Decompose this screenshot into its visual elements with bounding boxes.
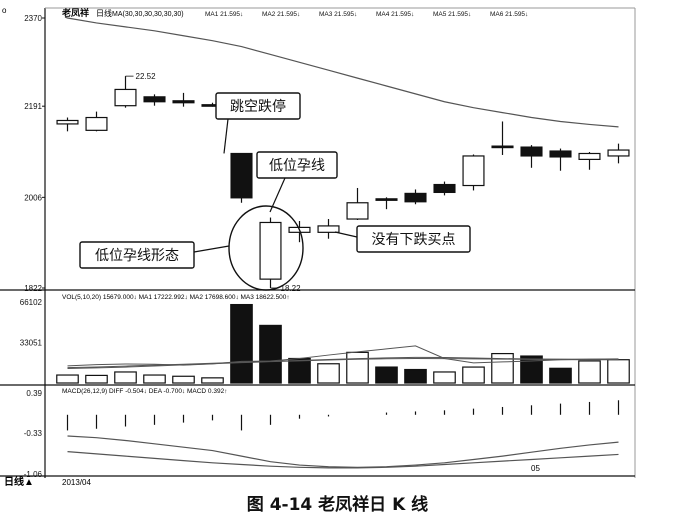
volume-bar [491, 352, 514, 384]
candle-body [172, 100, 195, 104]
annotation-low-harami-box [256, 151, 338, 179]
ma-value-readout: MA3 21.595↓ [319, 11, 357, 18]
annotation-gap-limit-down: 跳空跌停 [230, 98, 286, 115]
candle-body [520, 146, 543, 157]
price-tick-label: 2006 [24, 193, 42, 202]
macd-tick-label: 0.39 [26, 389, 42, 398]
macd-header: MACD(26,12,9) DIFF -0.504↓ DEA -0.700↓ M… [62, 388, 227, 395]
candle-body [549, 150, 572, 158]
volume-panel: 66102 33051 [20, 298, 630, 384]
price-tick-label: 2370 [24, 14, 42, 23]
candle-body [230, 152, 253, 199]
candle-body [114, 88, 137, 107]
candle-body [578, 152, 601, 161]
volume-ma-line [67, 345, 619, 367]
volume-bar [259, 324, 282, 384]
volume-ma-line [67, 357, 619, 370]
volume-bar [85, 374, 108, 384]
annotation-pointer [334, 231, 358, 238]
figure-caption: 图 4-14 老凤祥日 K 线 [246, 495, 429, 515]
candle-body [317, 225, 340, 233]
dea-line [67, 451, 619, 469]
macd-panel: 0.39 -0.33 -1.06 [24, 389, 620, 479]
volume-bar [288, 357, 311, 384]
volume-bar [607, 359, 630, 384]
candle-body [375, 198, 398, 201]
ma-value-readout: MA6 21.595↓ [490, 11, 528, 18]
low-price-label: 18.22 [281, 284, 302, 293]
volume-bar [201, 377, 224, 384]
price-panel: 2370 2191 2006 1822 22.52 18.22 MA1 21.595↓ MA2… [24, 11, 630, 293]
annotation-no-falling-buy: 没有下跌买点 [372, 232, 456, 248]
harami-circle [228, 205, 304, 291]
date-label: 2013/04 [62, 478, 91, 487]
candle-body [85, 116, 108, 131]
price-tick-label: 2191 [24, 102, 42, 111]
ma-value-readout: MA5 21.595↓ [433, 11, 471, 18]
ma-value-readout: MA4 21.595↓ [376, 11, 414, 18]
header-marks: o [2, 6, 7, 15]
volume-bar [172, 375, 195, 384]
candle-body [491, 145, 514, 149]
annotation-low-harami: 低位孕线 [269, 158, 325, 174]
volume-bar [404, 368, 427, 384]
volume-bar [114, 371, 137, 384]
month-label: 05 [531, 464, 540, 473]
macd-tick-label: -1.06 [24, 470, 43, 479]
ma-line [64, 16, 619, 128]
volume-bar [433, 371, 456, 384]
volume-bar [549, 367, 572, 384]
volume-bar [578, 360, 601, 384]
volume-bar [230, 303, 253, 384]
candle-body [462, 155, 485, 187]
vol-tick-label: 66102 [20, 298, 43, 307]
price-tick-label: 1822 [24, 284, 42, 293]
volume-bar [346, 351, 369, 384]
annotation-pointer [223, 118, 229, 154]
annotation-low-harami-pattern: 低位孕线形态 [95, 248, 179, 264]
candle-body [433, 183, 456, 194]
candle-body [607, 149, 630, 157]
candle-body [143, 96, 166, 103]
period-label: 日线▲ [4, 475, 34, 488]
candle-body [346, 202, 369, 220]
candle-body [259, 221, 282, 280]
header-stock: 老凤祥 [61, 7, 89, 18]
ma-value-readout: MA1 21.595↓ [205, 11, 243, 18]
volume-bar [462, 366, 485, 384]
header-period: 日线 [96, 8, 112, 18]
volume-bar [520, 355, 543, 384]
annotation-gap-limit-down-box [215, 92, 301, 120]
ma-value-readout: MA2 21.595↓ [262, 11, 300, 18]
diff-line [67, 435, 619, 468]
vol-header: VOL(5,10,20) 15679.000↓ MA1 17222.992↓ M… [62, 294, 290, 301]
header-ma-label: MA(30,30,30,30,30,30) [112, 11, 184, 18]
macd-tick-label: -0.33 [24, 429, 43, 438]
annotation-low-harami-pattern-box [79, 241, 195, 269]
volume-bar [56, 374, 79, 384]
candle-body [404, 192, 427, 203]
annotation-pointer [193, 245, 230, 253]
high-price-label: 22.52 [136, 72, 157, 81]
volume-bar [375, 366, 398, 384]
volume-bar [143, 374, 166, 384]
candle-body [56, 119, 79, 125]
annotation-no-falling-buy-box [356, 225, 471, 253]
volume-bar [317, 363, 340, 384]
chart-frame [0, 7, 636, 478]
vol-tick-label: 33051 [20, 339, 43, 348]
